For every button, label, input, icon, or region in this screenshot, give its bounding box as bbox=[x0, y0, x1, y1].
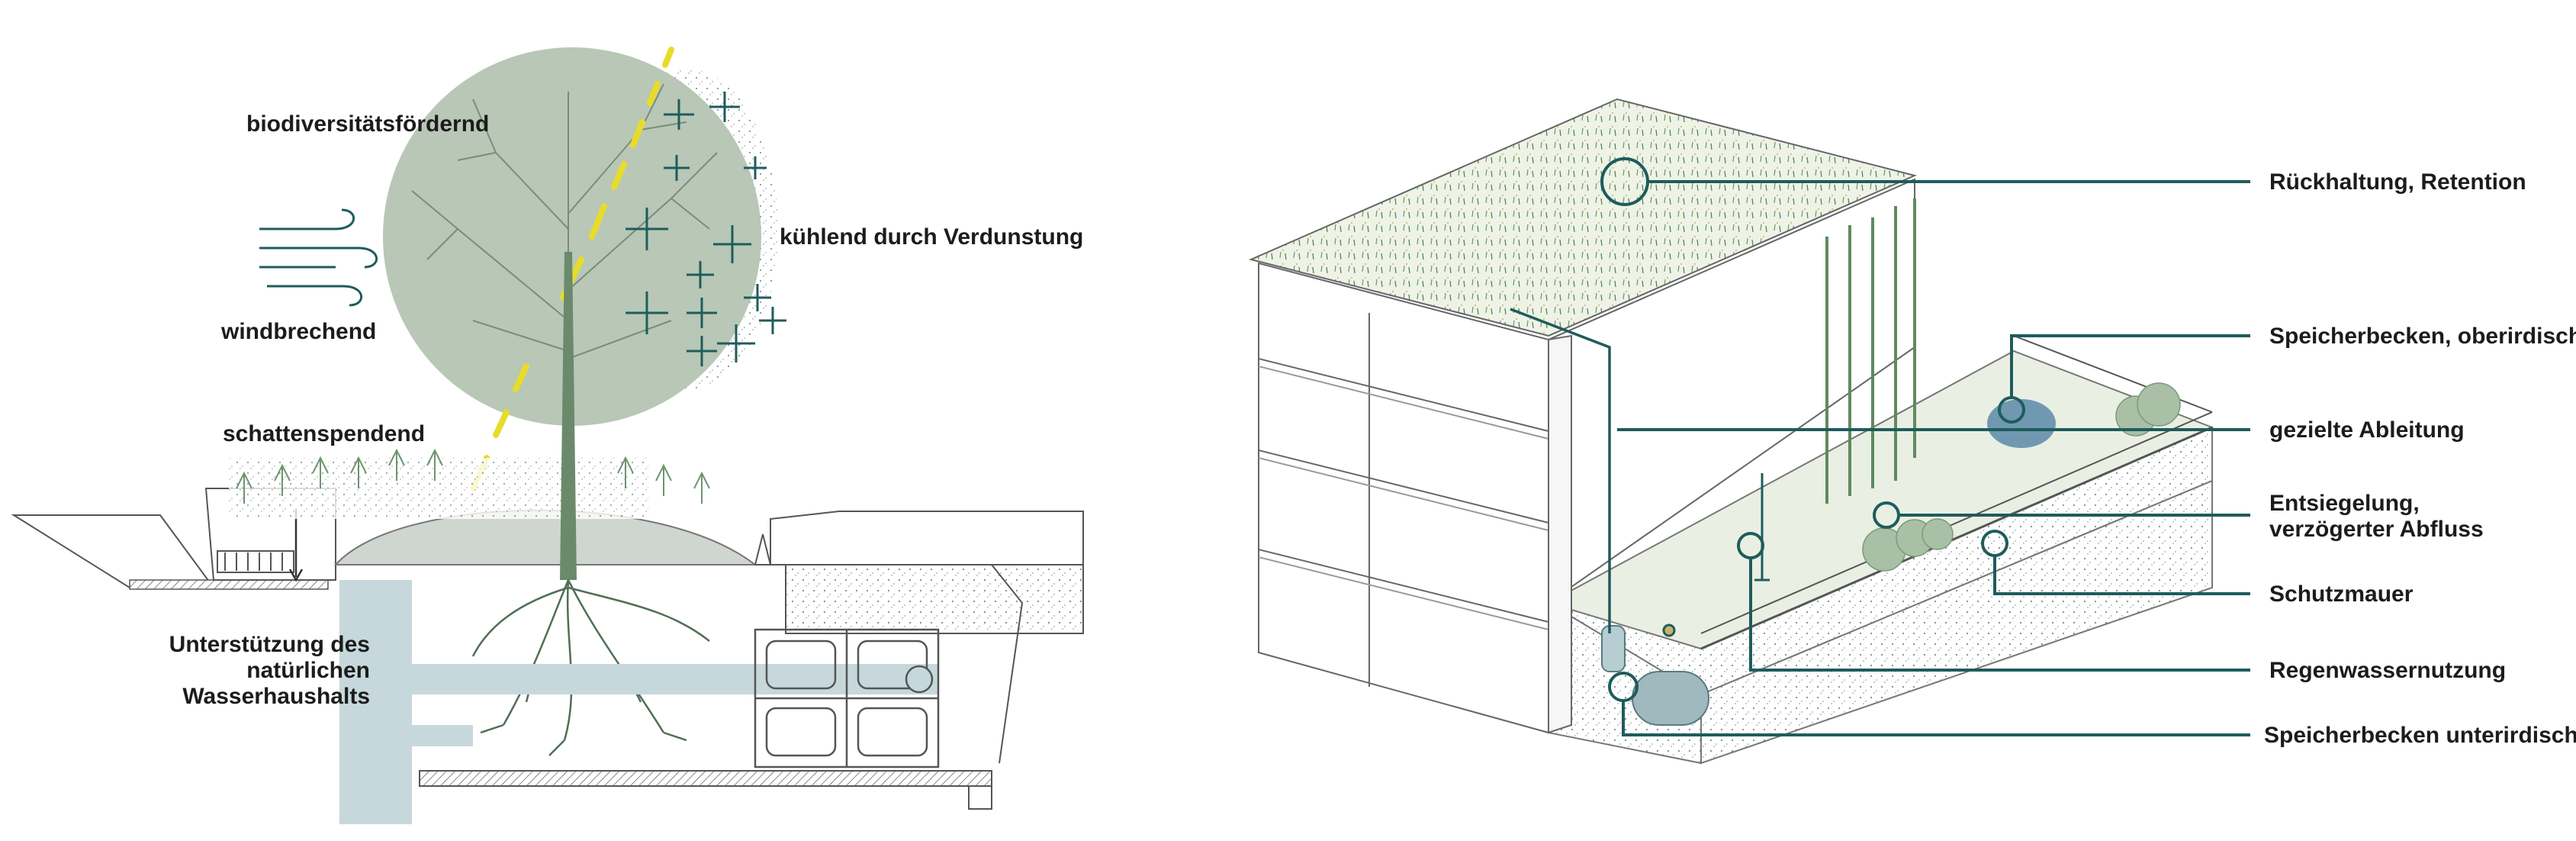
label-protective-wall: Schutzmauer bbox=[2269, 582, 2414, 607]
road-right bbox=[770, 511, 1084, 566]
underground-tank bbox=[1601, 625, 1709, 726]
wind-icon bbox=[259, 208, 378, 307]
protective-wall-railing bbox=[1700, 426, 2213, 650]
drain-arrow bbox=[288, 510, 304, 582]
label-storage-above: Speicherbecken, oberirdisch bbox=[2269, 324, 2576, 349]
surface-pond bbox=[1987, 399, 2056, 448]
cooling-markers bbox=[626, 92, 786, 366]
downpipe bbox=[1510, 308, 1611, 633]
water-channel-vertical bbox=[339, 580, 412, 824]
green-roof bbox=[1248, 98, 1918, 337]
sidewalk-left bbox=[11, 514, 215, 588]
label-storage-below: Speicherbecken unterirdisch bbox=[2264, 723, 2576, 748]
label-water-balance: Unterstützung des natürlichen Wasserhaus… bbox=[169, 632, 370, 709]
shrubs bbox=[236, 448, 710, 504]
tree-trunk bbox=[560, 252, 577, 580]
base-slab bbox=[419, 770, 992, 787]
green-facade bbox=[1825, 198, 1916, 504]
crown-branches bbox=[411, 83, 718, 427]
label-rainwater-use: Regenwassernutzung bbox=[2269, 658, 2507, 683]
label-cooling: kühlend durch Verdunstung bbox=[780, 224, 1084, 250]
label-biodiversity: biodiversitätsfördernd bbox=[246, 111, 490, 137]
label-retention: Rückhaltung, Retention bbox=[2269, 169, 2526, 195]
water-channel-upper bbox=[412, 664, 938, 694]
tree-crown bbox=[383, 47, 761, 426]
label-windbreak: windbrechend bbox=[221, 319, 377, 344]
courtyard-shrubs bbox=[1862, 382, 2181, 572]
label-unsealing: Entsiegelung, verzögerter Abfluss bbox=[2269, 491, 2484, 542]
right-diagram bbox=[1248, 98, 2250, 765]
label-drainage: gezielte Ableitung bbox=[2269, 417, 2465, 443]
label-shade: schattenspendend bbox=[223, 421, 426, 446]
retention-crates bbox=[754, 628, 940, 768]
building bbox=[1248, 98, 1918, 734]
callout-leaders bbox=[1600, 157, 2250, 736]
rainwater-tap bbox=[1662, 473, 1770, 637]
drain-grate bbox=[217, 550, 294, 573]
building-front bbox=[1258, 262, 1549, 734]
left-diagram bbox=[11, 47, 1084, 824]
